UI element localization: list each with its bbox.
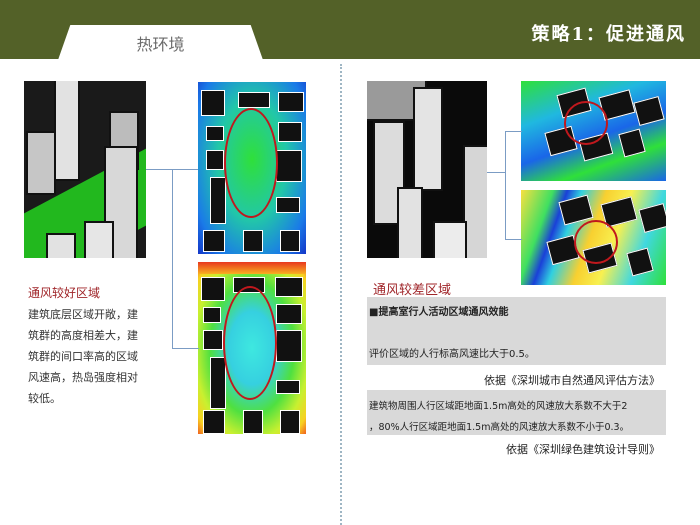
center-divider <box>340 64 342 525</box>
highlight-circle <box>564 101 608 145</box>
connector-line <box>172 169 199 349</box>
temperature-map-left <box>198 262 306 434</box>
highlight-oval <box>224 108 278 218</box>
rule-2-line-1: 建筑物周围人行区域距地面1.5m高处的风速放大系数不大于2 <box>369 401 628 412</box>
temperature-map-right <box>521 190 666 285</box>
rule-box-1 <box>367 297 666 365</box>
section-tab: 热环境 <box>58 25 263 60</box>
connector-line <box>487 172 505 173</box>
strategy-title: 策略1：促进通风 <box>531 24 686 45</box>
wind-speed-map-right <box>521 81 666 181</box>
rule-box-2 <box>367 390 666 435</box>
3d-model-good-ventilation-image <box>24 81 146 258</box>
left-description: 建筑底层区域开敞，建筑群的高度相差大，建筑群的间口率高的区域风速高，热岛强度相对… <box>28 308 138 405</box>
source-2: 依据《深圳绿色建筑设计导则》 <box>506 443 660 456</box>
left-section-title: 通风较好区域 <box>28 286 101 300</box>
strategy-heading: ■提高室行人活动区域通风效能 <box>369 307 509 318</box>
3d-model-poor-ventilation-image <box>367 81 487 258</box>
rule-1: 评价区域的人行标高风速比大于0.5。 <box>369 349 535 360</box>
section-tab-label: 热环境 <box>136 35 185 54</box>
header-bar: 热环境 策略1：促进通风 <box>0 0 700 60</box>
right-section-title: 通风较差区域 <box>373 283 452 298</box>
wind-speed-map-left <box>198 82 306 254</box>
connector-line <box>505 131 522 240</box>
source-1: 依据《深圳城市自然通风评估方法》 <box>484 374 660 387</box>
highlight-oval <box>223 286 277 400</box>
rule-2-line-2: ，80%人行区域距地面1.5m高处的风速放大系数不小于0.3。 <box>369 422 630 433</box>
highlight-circle <box>574 220 618 264</box>
